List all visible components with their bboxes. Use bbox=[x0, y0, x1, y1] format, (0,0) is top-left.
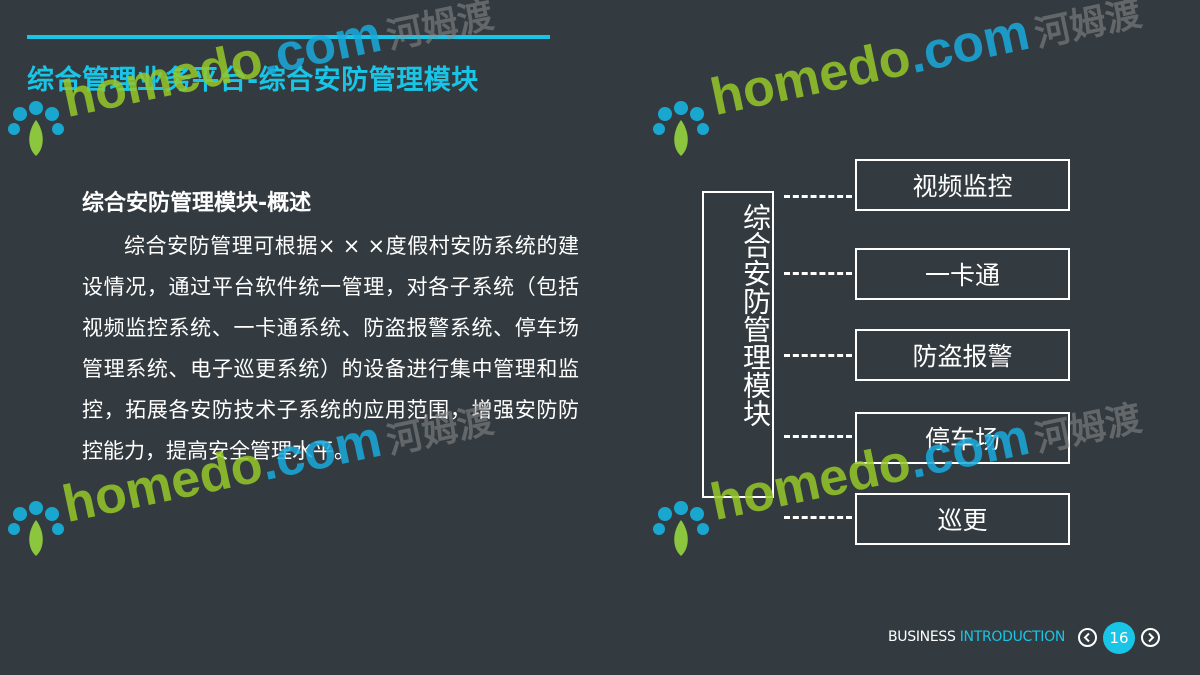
footer-introduction: INTRODUCTION bbox=[959, 629, 1066, 645]
overview-paragraph: 综合安防管理可根据× × ×度假村安防系统的建设情况，通过平台软件统一管理，对各… bbox=[82, 234, 579, 463]
subsystem-label: 防盗报警 bbox=[912, 342, 1013, 371]
module-box: 综合安防管理模块 bbox=[702, 191, 774, 498]
connector-dash bbox=[784, 195, 852, 198]
prev-page-button[interactable] bbox=[1078, 628, 1097, 647]
next-page-button[interactable] bbox=[1141, 628, 1160, 647]
connector-dash bbox=[784, 354, 852, 357]
chevron-right-icon bbox=[1148, 632, 1155, 643]
subsystem-box-card: 一卡通 bbox=[855, 248, 1070, 300]
connector-dash bbox=[784, 435, 852, 438]
module-label: 综合安防管理模块 bbox=[739, 203, 772, 427]
chevron-left-icon bbox=[1083, 632, 1090, 643]
connector-dash bbox=[784, 516, 852, 519]
subsystem-box-parking: 停车场 bbox=[855, 412, 1070, 464]
subsystem-label: 停车场 bbox=[924, 425, 1000, 454]
page-title: 综合管理业务平台-综合安防管理模块 bbox=[27, 65, 479, 96]
subsystem-label: 巡更 bbox=[937, 506, 988, 535]
subsystem-box-alarm: 防盗报警 bbox=[855, 329, 1070, 381]
peacock-logo-icon bbox=[8, 101, 64, 156]
footer-business: BUSINESS bbox=[888, 629, 956, 645]
peacock-logo-icon bbox=[8, 501, 64, 556]
peacock-logo-icon bbox=[653, 101, 709, 156]
subsystem-label: 视频监控 bbox=[912, 172, 1013, 201]
footer-label: BUSINESS INTRODUCTION bbox=[888, 629, 1065, 645]
peacock-logo-icon bbox=[653, 501, 709, 556]
subsystem-label: 一卡通 bbox=[924, 261, 1000, 290]
page-number: 16 bbox=[1103, 622, 1135, 654]
connector-dash bbox=[784, 272, 852, 275]
subsystem-box-patrol: 巡更 bbox=[855, 493, 1070, 545]
section-subtitle: 综合安防管理模块-概述 bbox=[82, 191, 312, 216]
top-accent-line bbox=[27, 35, 550, 39]
subsystem-box-video: 视频监控 bbox=[855, 159, 1070, 211]
